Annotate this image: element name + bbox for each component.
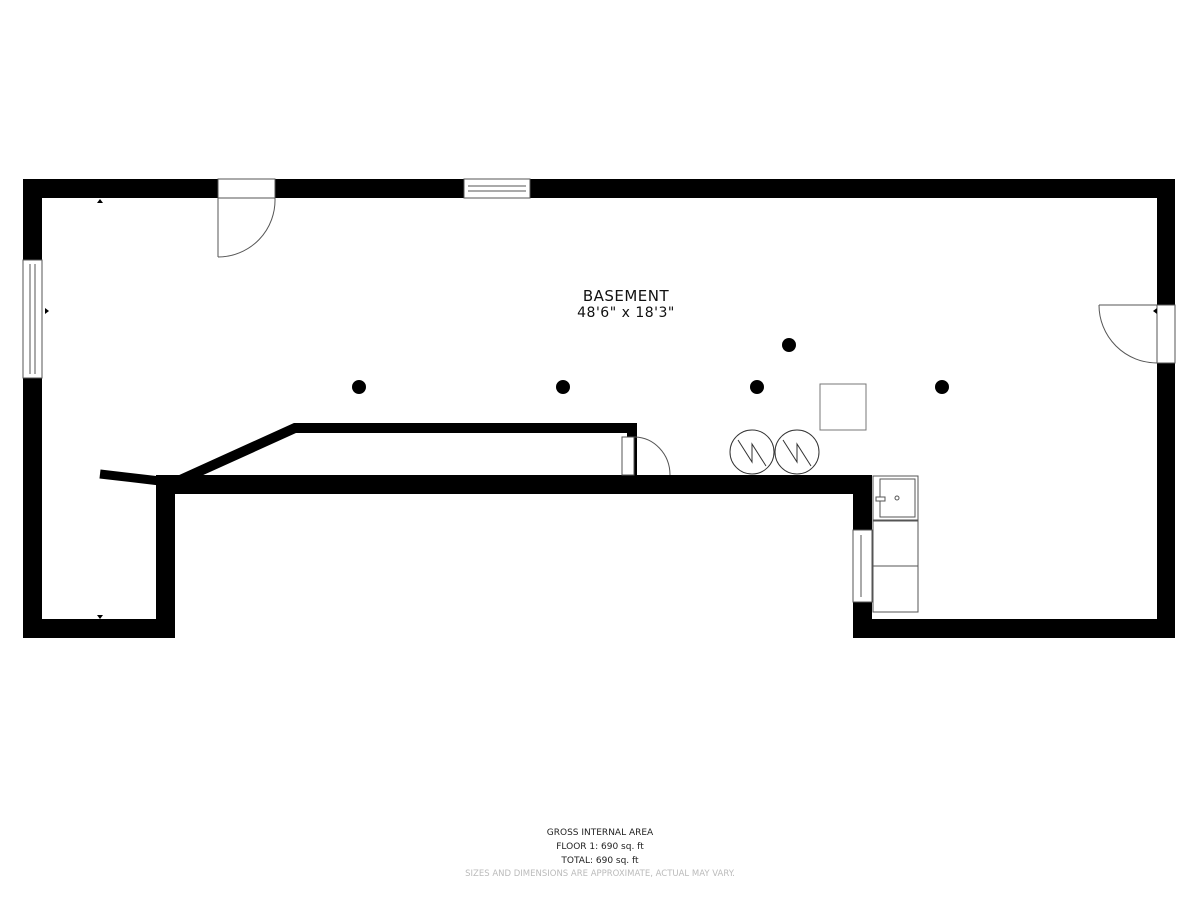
water-heater-icon: [729, 429, 820, 475]
disclaimer: SIZES AND DIMENSIONS ARE APPROXIMATE, AC…: [465, 869, 735, 879]
window-lower-right: [852, 529, 873, 603]
room-name: BASEMENT: [582, 287, 670, 305]
room-dimensions: 48'6" x 18'3": [577, 305, 675, 321]
utility-box: [819, 383, 867, 431]
exterior-walls: [23, 179, 1175, 638]
door-right: [1098, 304, 1176, 364]
stair-wall: [175, 423, 637, 486]
floor-area: FLOOR 1: 690 sq. ft: [556, 842, 644, 852]
level-markers: [45, 199, 1157, 619]
stair-side-wall: [99, 469, 161, 486]
total-area: TOTAL: 690 sq. ft: [561, 856, 639, 866]
window-top: [463, 178, 531, 199]
area-title: GROSS INTERNAL AREA: [546, 828, 654, 838]
door-stair: [621, 436, 671, 476]
support-posts: [352, 338, 949, 394]
window-left: [22, 259, 43, 379]
door-top-left: [217, 178, 276, 258]
laundry-appliances: [872, 475, 919, 613]
